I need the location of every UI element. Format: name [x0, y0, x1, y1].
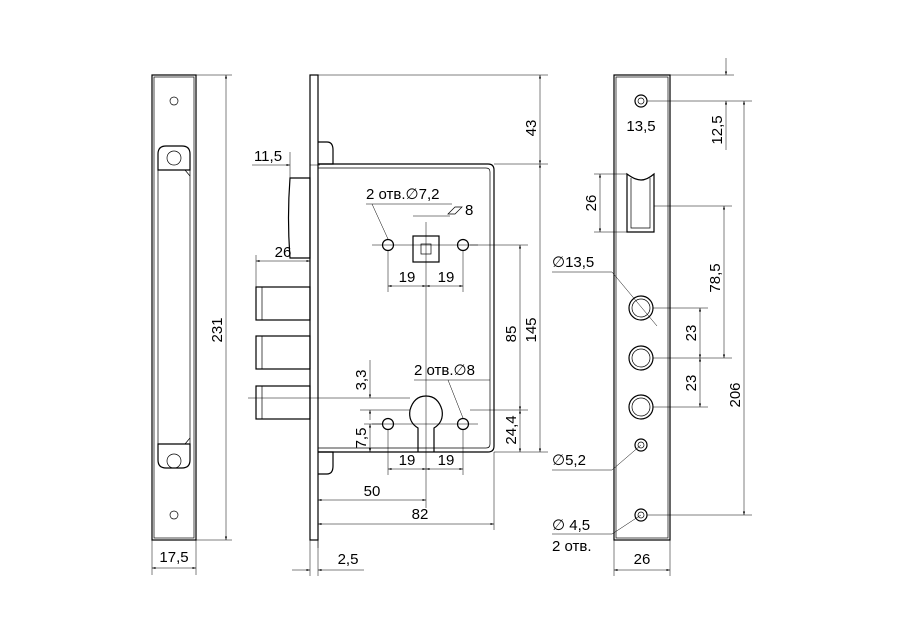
dim-cylinder-offset: 3,3	[353, 370, 370, 391]
lock-body-dimensions: 11,5 26 43 145 85 24,4 2 отв.∅7,2 8	[248, 74, 548, 576]
dim-body-height: 145	[523, 317, 540, 342]
dim-cylinder-hole-height: 7,5	[353, 428, 370, 449]
dim-latch-protrusion: 11,5	[254, 148, 282, 165]
dim-body-depth: 82	[412, 506, 429, 523]
dim-spindle-square: 8	[465, 202, 473, 219]
dim-strike-latch-to-bolt: 78,5	[707, 263, 724, 292]
faceplate-width-dimension: 17,5	[151, 540, 197, 575]
lock-body-view	[255, 74, 495, 541]
label-handle-holes: 2 отв.∅7,2	[366, 186, 439, 203]
dim-handle-to-cylinder: 85	[503, 326, 520, 343]
dim-faceplate-length: 231	[209, 317, 226, 342]
label-strike-mount-count: 2 отв.	[552, 538, 592, 555]
strike-plate-view	[613, 74, 671, 541]
dim-spindle-right: 19	[438, 269, 455, 286]
dim-cylinder-right: 19	[438, 452, 455, 469]
faceplate-length-dimension: 231	[196, 74, 232, 541]
label-strike-mount-hole: ∅ 4,5	[552, 517, 590, 534]
dim-faceplate-width: 17,5	[159, 549, 188, 566]
dim-bolt-protrusion: 26	[275, 244, 292, 261]
dim-strike-bolt-pitch-1: 23	[683, 325, 700, 342]
strike-plate-dimensions: 13,5 12,5 206 26 78,5 23 23 ∅13,5	[552, 58, 752, 576]
faceplate-view	[151, 74, 197, 541]
dim-cylinder-left: 19	[399, 452, 416, 469]
dim-top-offset: 43	[523, 120, 540, 137]
dim-cylinder-bottom: 24,4	[503, 415, 520, 444]
dim-strike-latch-window: 26	[583, 195, 600, 212]
label-strike-small-hole: ∅5,2	[552, 452, 586, 469]
dim-strike-bolt-pitch-2: 23	[683, 375, 700, 392]
dim-strike-top-hole: 13,5	[626, 118, 655, 135]
dim-strike-top-offset: 12,5	[709, 115, 726, 144]
dim-plate-thickness: 2,5	[338, 551, 359, 568]
label-strike-bolt-hole: ∅13,5	[552, 254, 594, 271]
dim-strike-width: 26	[634, 551, 651, 568]
dim-spindle-left: 19	[399, 269, 416, 286]
dim-strike-hole-spacing: 206	[727, 382, 744, 407]
label-cylinder-holes: 2 отв.∅8	[414, 362, 475, 379]
dim-backset: 50	[364, 483, 381, 500]
